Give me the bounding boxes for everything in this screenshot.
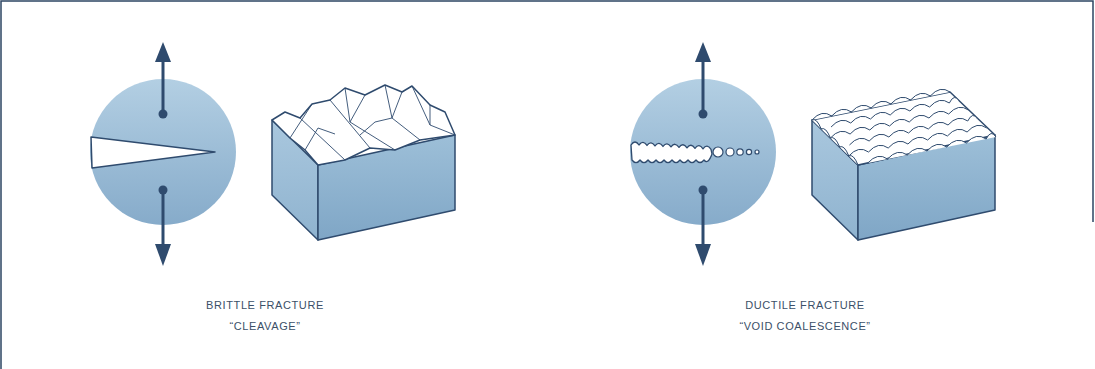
dimple-arc bbox=[868, 156, 888, 163]
dimple-arc bbox=[889, 130, 909, 137]
dimple-arc bbox=[888, 152, 908, 159]
dimple-arc bbox=[930, 100, 950, 107]
dimple-arc bbox=[927, 144, 947, 151]
dimple-arc bbox=[831, 120, 851, 127]
dimple-arc bbox=[909, 115, 929, 122]
dimple-arc bbox=[949, 97, 959, 103]
dimple-arc bbox=[986, 133, 996, 139]
dimple-arc bbox=[947, 129, 967, 136]
dimple-arc bbox=[967, 125, 987, 132]
dimple-arc bbox=[928, 133, 948, 140]
dimple-arc bbox=[966, 136, 986, 143]
dimple-arc bbox=[891, 97, 911, 104]
void-coalescence-block bbox=[812, 89, 996, 240]
dimple-arc bbox=[812, 120, 821, 129]
dimple-arc bbox=[908, 137, 928, 144]
dimple-arc bbox=[851, 116, 871, 123]
dimple-arc bbox=[832, 109, 852, 116]
dimple-arc bbox=[812, 113, 832, 120]
caption-title: DUCTILE FRACTURE bbox=[745, 299, 865, 311]
dimple-arc bbox=[888, 141, 908, 148]
dimple-arc bbox=[830, 138, 839, 147]
dimple-arc bbox=[869, 134, 889, 141]
dimple-arc bbox=[850, 127, 870, 134]
dimple-arc bbox=[840, 147, 849, 156]
dimple-arc bbox=[890, 119, 910, 126]
brittle-specimen bbox=[90, 42, 236, 266]
dimple-arc bbox=[870, 123, 890, 130]
dimple-arc bbox=[849, 138, 869, 145]
dimple-arc bbox=[929, 111, 949, 118]
dimple-arc bbox=[849, 149, 869, 156]
dimple-arc bbox=[949, 107, 969, 114]
dimple-arc bbox=[947, 140, 967, 147]
dimple-arc bbox=[928, 122, 948, 129]
dimple-arc bbox=[909, 126, 929, 133]
caption-title: BRITTLE FRACTURE bbox=[206, 299, 324, 311]
dimple-arc bbox=[830, 131, 850, 138]
dimple-arc bbox=[821, 129, 830, 138]
cleavage-block bbox=[272, 85, 455, 240]
dimple-arc bbox=[910, 104, 930, 111]
dimple-arc bbox=[871, 101, 891, 108]
dimple-arc bbox=[870, 112, 890, 119]
dimple-arc bbox=[948, 118, 968, 125]
dimple-arc bbox=[907, 148, 927, 155]
ductile-specimen bbox=[630, 42, 776, 266]
dimple-arc bbox=[849, 156, 858, 165]
caption-subtitle: “CLEAVAGE” bbox=[230, 320, 301, 332]
dimple-arc bbox=[869, 145, 889, 152]
dimple-arc bbox=[911, 93, 931, 100]
dimple-arc bbox=[851, 105, 871, 112]
caption-subtitle: “VOID COALESCENCE” bbox=[739, 320, 870, 332]
dimple-arc bbox=[930, 89, 950, 96]
dimple-arc bbox=[890, 108, 910, 115]
dimple-arc bbox=[968, 115, 978, 121]
